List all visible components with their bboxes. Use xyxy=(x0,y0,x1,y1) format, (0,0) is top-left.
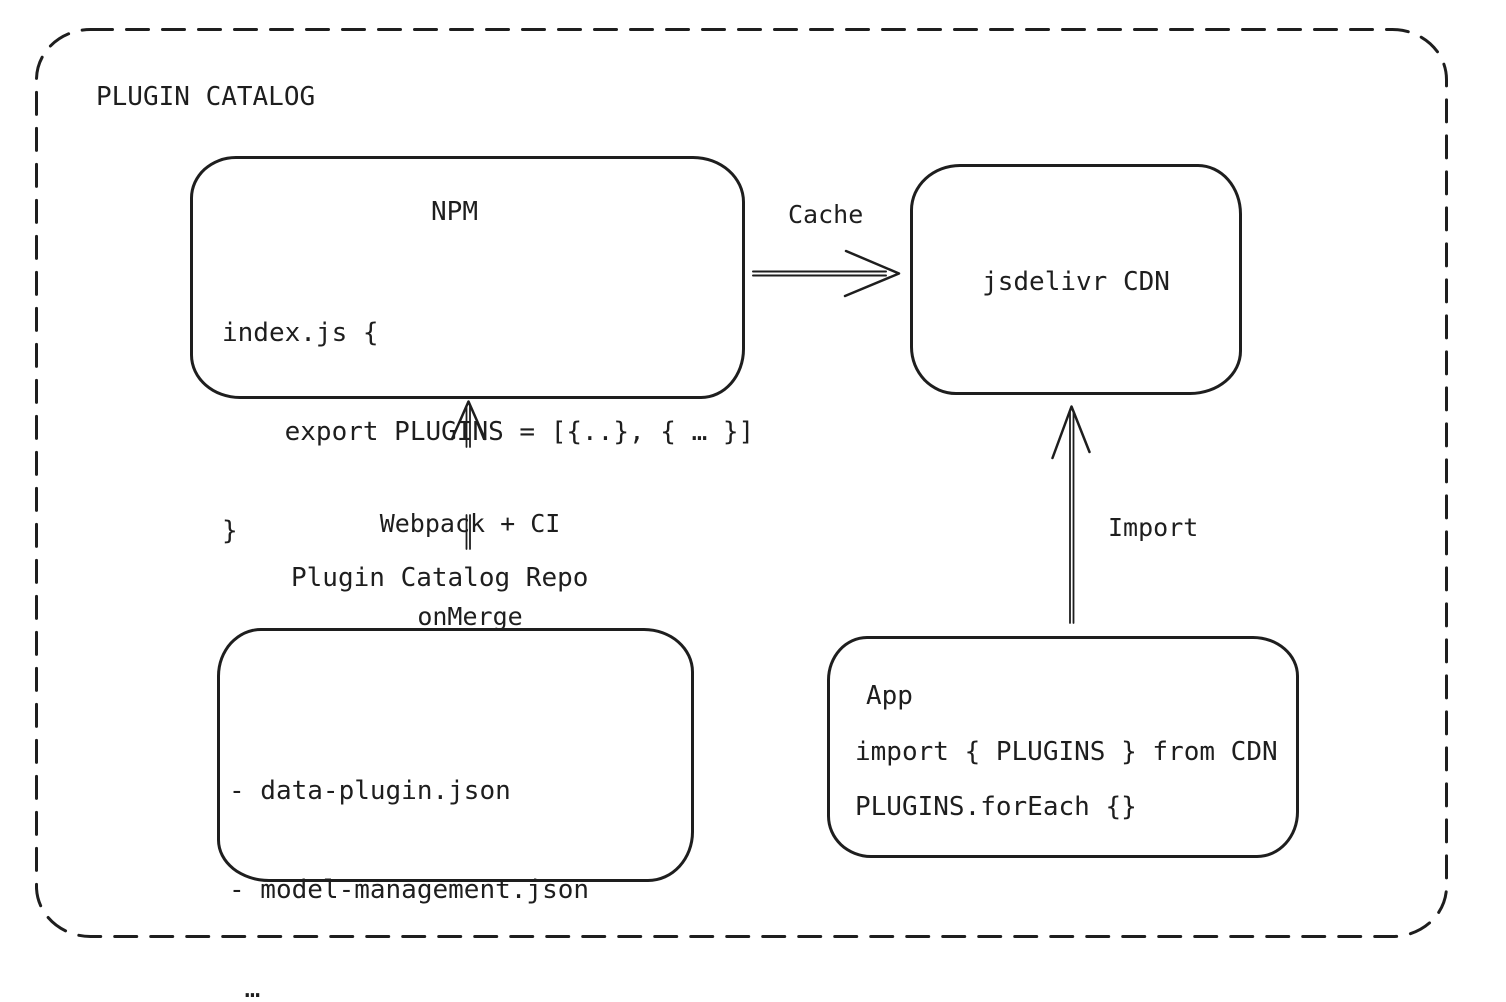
build-edge-label-line: Webpack + CI xyxy=(379,509,561,538)
cdn-title: jsdelivr CDN xyxy=(982,267,1170,297)
repo-file-item: - model-management.json xyxy=(229,875,590,905)
node-app: App import { PLUGINS } from CDN PLUGINS.… xyxy=(827,636,1299,858)
node-cdn: jsdelivr CDN xyxy=(910,164,1242,395)
npm-code-line: } xyxy=(222,516,238,546)
repo-file-item: - data-plugin.json xyxy=(229,776,511,806)
cache-arrow xyxy=(752,249,901,298)
cache-edge-label: Cache xyxy=(788,200,864,229)
repo-title: Plugin Catalog Repo xyxy=(291,563,589,593)
build-edge-label-line: onMerge xyxy=(417,602,523,631)
npm-code-line: index.js { xyxy=(222,318,379,348)
node-repo: - data-plugin.json - model-management.js… xyxy=(217,628,694,1002)
npm-code-block: index.js { export PLUGINS = [{..}, { … }… xyxy=(222,251,754,614)
npm-code-line: export PLUGINS = [{..}, { … }] xyxy=(222,417,755,447)
node-npm: NPM index.js { export PLUGINS = [{..}, {… xyxy=(190,156,754,546)
repo-file-list: - data-plugin.json - model-management.js… xyxy=(229,709,589,1002)
diagram-title: PLUGIN CATALOG xyxy=(96,82,316,112)
build-edge-label: Webpack + CI onMerge xyxy=(350,446,590,694)
import-arrow xyxy=(1051,405,1091,624)
app-code-line: import { PLUGINS } from CDN xyxy=(855,737,1278,767)
import-edge-label: Import xyxy=(1108,513,1199,542)
repo-file-item: … xyxy=(229,974,261,1002)
npm-title: NPM xyxy=(431,197,478,227)
app-code-line: PLUGINS.forEach {} xyxy=(855,792,1137,822)
app-title: App xyxy=(866,681,913,711)
